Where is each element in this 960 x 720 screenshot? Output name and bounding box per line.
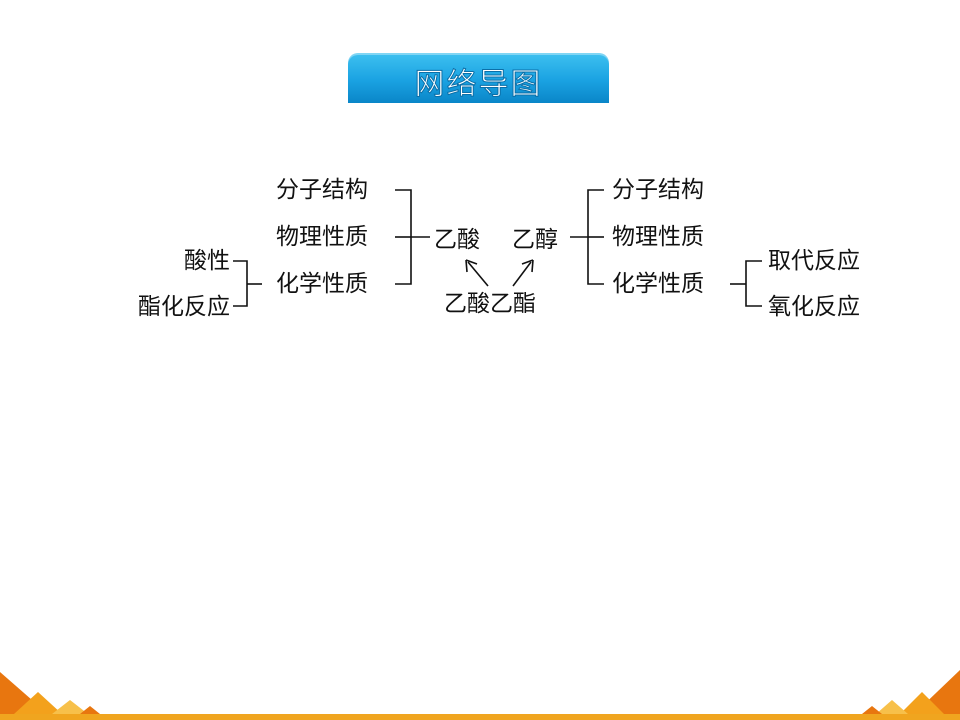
alcohol-reaction-substitution: 取代反应	[768, 248, 860, 274]
footer-decoration-left	[0, 672, 100, 714]
alcohol-prop-structure: 分子结构	[612, 177, 704, 203]
ester-node: 乙酸乙酯	[444, 291, 536, 317]
alcohol-reaction-bracket	[745, 260, 762, 307]
arrow-to-alcohol-head	[521, 259, 534, 273]
footer-decoration-right	[862, 670, 960, 714]
acid-reaction-acidity: 酸性	[184, 248, 230, 274]
arrow-to-acid-line	[467, 261, 489, 287]
alcohol-reaction-oxidation: 氧化反应	[768, 294, 860, 320]
acid-prop-structure: 分子结构	[276, 177, 368, 203]
acid-prop-physical: 物理性质	[276, 224, 368, 250]
acid-reaction-esterification: 酯化反应	[138, 294, 230, 320]
acid-center-node: 乙酸	[434, 227, 480, 253]
acid-prop-chemical: 化学性质	[276, 271, 368, 297]
arrow-to-alcohol-line	[512, 261, 532, 287]
arrow-to-acid-head	[465, 259, 478, 273]
alcohol-prop-physical: 物理性质	[612, 224, 704, 250]
alcohol-center-node: 乙醇	[512, 227, 558, 253]
page-title: 网络导图	[414, 67, 543, 103]
title-banner: 网络导图	[348, 53, 609, 103]
alcohol-prop-chemical: 化学性质	[612, 271, 704, 297]
footer-bar	[0, 714, 960, 720]
acid-reaction-bracket	[233, 260, 248, 307]
